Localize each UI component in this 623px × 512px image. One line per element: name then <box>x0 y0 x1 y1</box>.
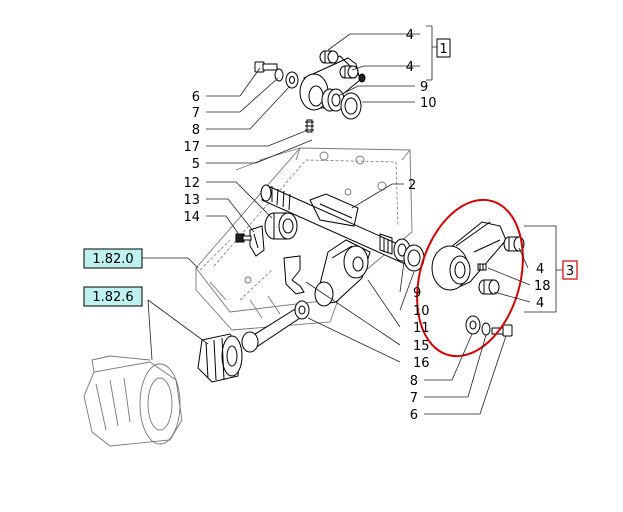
label-7-lower: 7 <box>410 391 418 406</box>
label-5: 5 <box>192 157 200 172</box>
svg-text:3: 3 <box>566 264 574 279</box>
label-4-top-a: 4 <box>406 28 414 43</box>
label-14: 14 <box>183 210 200 225</box>
svg-text:1: 1 <box>439 42 447 57</box>
connecting-rod-16 <box>241 300 310 353</box>
label-17: 17 <box>183 140 200 155</box>
label-10-lower: 10 <box>413 304 430 319</box>
highlight-circle <box>416 198 524 358</box>
right-lift-arm-group <box>431 221 525 295</box>
label-18: 18 <box>534 279 551 294</box>
washer-7-lower <box>481 322 491 336</box>
group-box-3: 3 <box>562 260 578 280</box>
housing-outline <box>83 147 413 447</box>
reference-1-82-0[interactable]: 1.82.0 <box>83 248 143 269</box>
label-7-top: 7 <box>192 106 200 121</box>
washer-7-upper <box>274 68 284 82</box>
label-12: 12 <box>183 176 200 191</box>
label-8-top: 8 <box>192 123 200 138</box>
grease-nipple-18 <box>477 263 487 271</box>
label-4-right-a: 4 <box>536 262 544 277</box>
grease-nipple-17 <box>305 119 314 133</box>
pin-4-right-b <box>478 279 500 295</box>
svg-text:1.82.0: 1.82.0 <box>92 252 133 267</box>
leader-lines <box>142 25 564 415</box>
seal-10-lower <box>403 244 425 272</box>
bushing-9-upper <box>321 88 345 112</box>
lower-arm-11 <box>314 239 371 307</box>
label-4-top-b: 4 <box>406 60 414 75</box>
group-box-1: 1 <box>436 38 451 58</box>
washer-8-lower <box>465 315 481 335</box>
piston-assembly <box>197 333 243 383</box>
bushing-12 <box>264 212 298 240</box>
label-15: 15 <box>413 339 430 354</box>
part-labels: 4 4 6 7 8 9 10 17 5 2 12 13 14 4 18 4 9 … <box>183 28 550 423</box>
label-4-right-b: 4 <box>536 296 544 311</box>
label-10-top: 10 <box>420 96 437 111</box>
label-9-lower: 9 <box>413 286 421 301</box>
seal-10-upper <box>340 92 362 120</box>
bolt-14 <box>235 233 252 243</box>
washer-8-upper <box>285 71 299 89</box>
svg-text:1.82.6: 1.82.6 <box>92 290 133 305</box>
fitting-13 <box>249 225 265 257</box>
right-lift-arm <box>431 221 507 291</box>
label-6-top: 6 <box>192 90 200 105</box>
bolt-6-upper <box>254 61 278 73</box>
pin-4-upper-a <box>319 50 339 64</box>
lift-cylinder-outline <box>83 355 183 447</box>
label-2: 2 <box>408 178 416 193</box>
label-9-top: 9 <box>420 80 428 95</box>
label-6-lower: 6 <box>410 408 418 423</box>
upper-lift-arm-group <box>254 50 366 133</box>
link-15 <box>283 255 305 295</box>
label-16: 16 <box>413 356 430 371</box>
reference-1-82-6[interactable]: 1.82.6 <box>83 286 143 307</box>
label-8-lower: 8 <box>410 374 418 389</box>
label-11: 11 <box>413 321 430 336</box>
label-13: 13 <box>183 193 200 208</box>
